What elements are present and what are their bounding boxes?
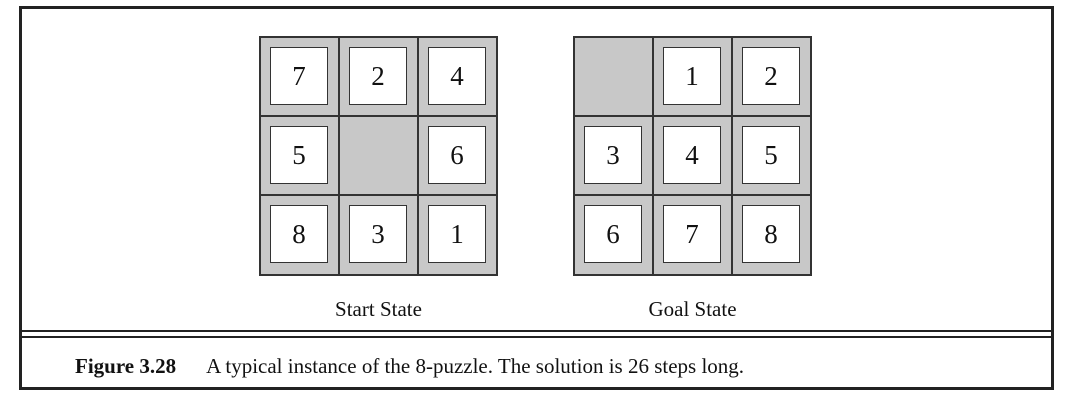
puzzle-cell: 3 bbox=[575, 117, 654, 196]
puzzle-cell: 8 bbox=[733, 196, 812, 275]
puzzle-tile: 1 bbox=[428, 205, 486, 263]
puzzle-cell: 4 bbox=[654, 117, 733, 196]
goal-state-label: Goal State bbox=[648, 297, 737, 321]
puzzle-cell: 2 bbox=[340, 38, 419, 117]
puzzle-cell: 3 bbox=[340, 196, 419, 275]
puzzle-cell: 7 bbox=[261, 38, 340, 117]
puzzle-tile: 2 bbox=[349, 47, 407, 105]
puzzle-tile: 7 bbox=[270, 47, 328, 105]
puzzle-cell: 5 bbox=[733, 117, 812, 196]
blank-cell bbox=[575, 38, 654, 117]
puzzle-tile: 2 bbox=[742, 47, 800, 105]
puzzle-tile: 6 bbox=[428, 126, 486, 184]
puzzle-tile: 3 bbox=[584, 126, 642, 184]
start-state-label: Start State bbox=[335, 297, 422, 321]
caption-divider-top bbox=[19, 330, 1054, 332]
puzzle-cell: 1 bbox=[654, 38, 733, 117]
puzzle-tile: 3 bbox=[349, 205, 407, 263]
puzzle-tile: 6 bbox=[584, 205, 642, 263]
puzzle-tile: 8 bbox=[270, 205, 328, 263]
puzzle-tile: 4 bbox=[428, 47, 486, 105]
puzzle-cell: 6 bbox=[419, 117, 498, 196]
puzzle-cell: 2 bbox=[733, 38, 812, 117]
blank-cell bbox=[340, 117, 419, 196]
caption-text: A typical instance of the 8-puzzle. The … bbox=[206, 354, 745, 378]
figure-number: Figure 3.28 bbox=[75, 354, 177, 378]
puzzle-cell: 1 bbox=[419, 196, 498, 275]
puzzle-tile: 4 bbox=[663, 126, 721, 184]
puzzle-cell: 7 bbox=[654, 196, 733, 275]
puzzle-cell: 6 bbox=[575, 196, 654, 275]
caption-divider-bottom bbox=[19, 336, 1054, 338]
puzzle-cell: 8 bbox=[261, 196, 340, 275]
figure-caption: Figure 3.28 A typical instance of the 8-p… bbox=[75, 354, 744, 379]
puzzle-cell: 5 bbox=[261, 117, 340, 196]
figure-frame bbox=[19, 6, 1054, 390]
puzzle-cell: 4 bbox=[419, 38, 498, 117]
puzzle-tile: 7 bbox=[663, 205, 721, 263]
puzzle-tile: 8 bbox=[742, 205, 800, 263]
puzzle-tile: 5 bbox=[270, 126, 328, 184]
puzzle-tile: 1 bbox=[663, 47, 721, 105]
puzzle-tile: 5 bbox=[742, 126, 800, 184]
